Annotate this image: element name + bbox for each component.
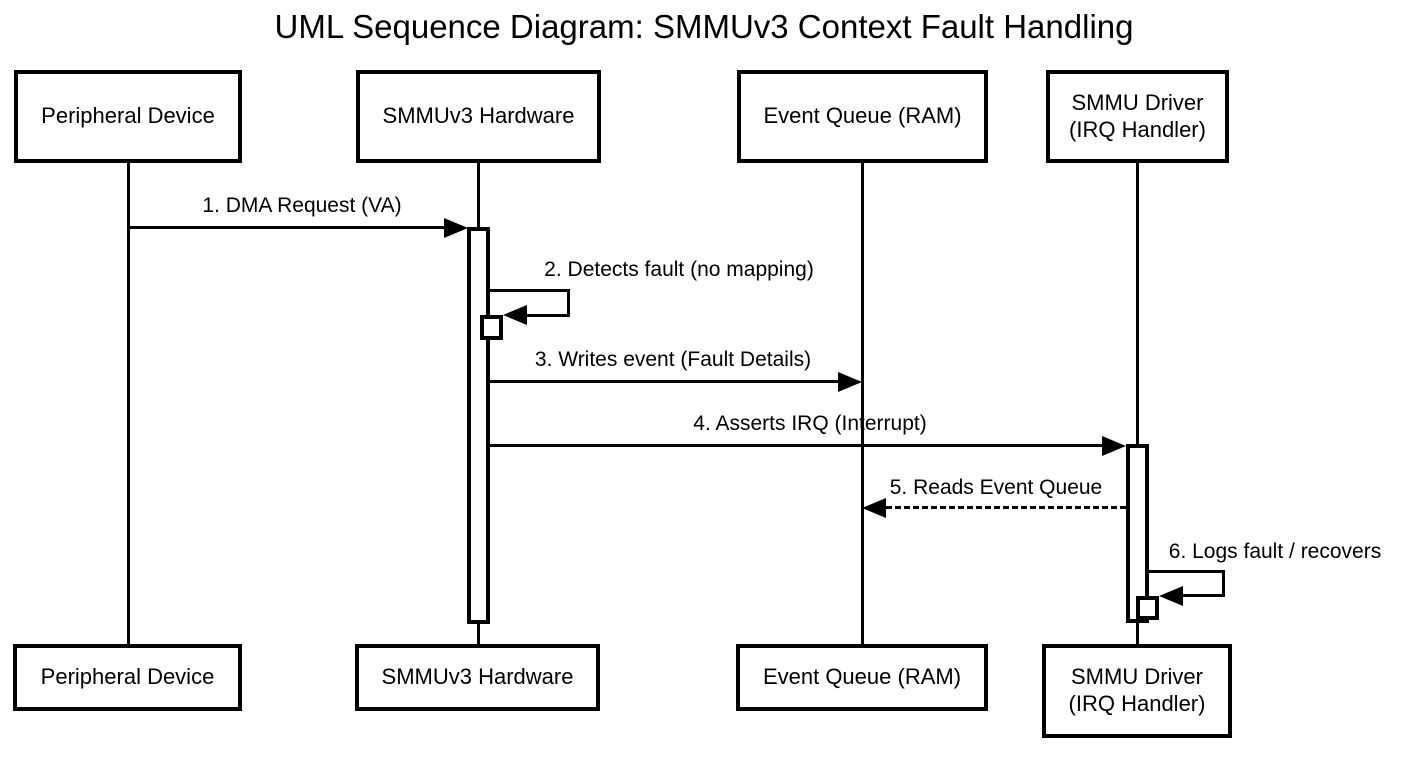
lifeline-label: Peripheral Device: [40, 664, 215, 690]
lifeline-head-top-peripheral-device: Peripheral Device: [14, 70, 242, 163]
message-4-label: 4. Asserts IRQ (Interrupt): [693, 412, 927, 435]
message-3-arrowhead-icon: [838, 372, 862, 392]
lifeline-label-line1: SMMU Driver: [1071, 664, 1203, 690]
lifeline-head-bottom-event-queue: Event Queue (RAM): [736, 644, 988, 711]
message-1-label: 1. DMA Request (VA): [202, 194, 402, 217]
lifeline-head-top-smmu-driver: SMMU Driver (IRQ Handler): [1046, 70, 1229, 163]
lifeline-head-top-event-queue: Event Queue (RAM): [737, 70, 988, 163]
lifeline-label: Event Queue (RAM): [762, 664, 962, 690]
message-2-line-bottom: [527, 314, 570, 317]
message-5-label: 5. Reads Event Queue: [889, 476, 1103, 499]
diagram-title: UML Sequence Diagram: SMMUv3 Context Fau…: [274, 8, 1134, 45]
message-2-line-top: [490, 289, 570, 292]
lifeline-peripheral-device: [127, 162, 130, 645]
lifeline-label-line2: (IRQ Handler): [1069, 116, 1206, 142]
lifeline-label: SMMUv3 Hardware: [382, 103, 575, 129]
message-5-line: [886, 506, 1126, 509]
message-6-line-bottom: [1183, 594, 1225, 597]
lifeline-head-bottom-peripheral-device: Peripheral Device: [13, 644, 242, 711]
message-2-label: 2. Detects fault (no mapping): [544, 258, 814, 281]
message-3-line: [490, 380, 838, 383]
message-6-arrowhead-icon: [1159, 586, 1183, 606]
message-4-arrowhead-icon: [1102, 436, 1126, 456]
message-4-line: [490, 444, 1102, 447]
activation-bar-smmuv3-hardware: [467, 227, 490, 624]
message-5-arrowhead-icon: [862, 498, 886, 518]
lifeline-label: Event Queue (RAM): [763, 103, 962, 129]
message-6-line-right: [1222, 570, 1225, 597]
message-1-line: [128, 226, 444, 229]
message-2-arrowhead-icon: [503, 305, 527, 325]
lifeline-event-queue: [861, 162, 864, 645]
lifeline-head-bottom-smmu-driver: SMMU Driver (IRQ Handler): [1042, 644, 1232, 738]
activation-bar-smmu-driver-nested: [1136, 596, 1159, 620]
message-6-label: 6. Logs fault / recovers: [1168, 540, 1382, 563]
message-1-arrowhead-icon: [444, 218, 468, 238]
lifeline-smmu-driver: [1136, 162, 1139, 645]
lifeline-label-line2: (IRQ Handler): [1068, 691, 1206, 716]
activation-bar-smmuv3-hardware-nested: [480, 315, 503, 340]
message-2-line-right: [567, 289, 570, 317]
lifeline-label: Peripheral Device: [41, 103, 215, 129]
lifeline-label-line1: SMMU Driver: [1071, 89, 1204, 115]
lifeline-head-bottom-smmuv3-hardware: SMMUv3 Hardware: [355, 644, 600, 711]
message-3-label: 3. Writes event (Fault Details): [534, 348, 812, 371]
activation-bar-smmu-driver: [1126, 444, 1149, 623]
lifeline-label: SMMUv3 Hardware: [381, 664, 574, 690]
message-6-line-top: [1148, 570, 1225, 573]
lifeline-head-top-smmuv3-hardware: SMMUv3 Hardware: [356, 70, 601, 163]
